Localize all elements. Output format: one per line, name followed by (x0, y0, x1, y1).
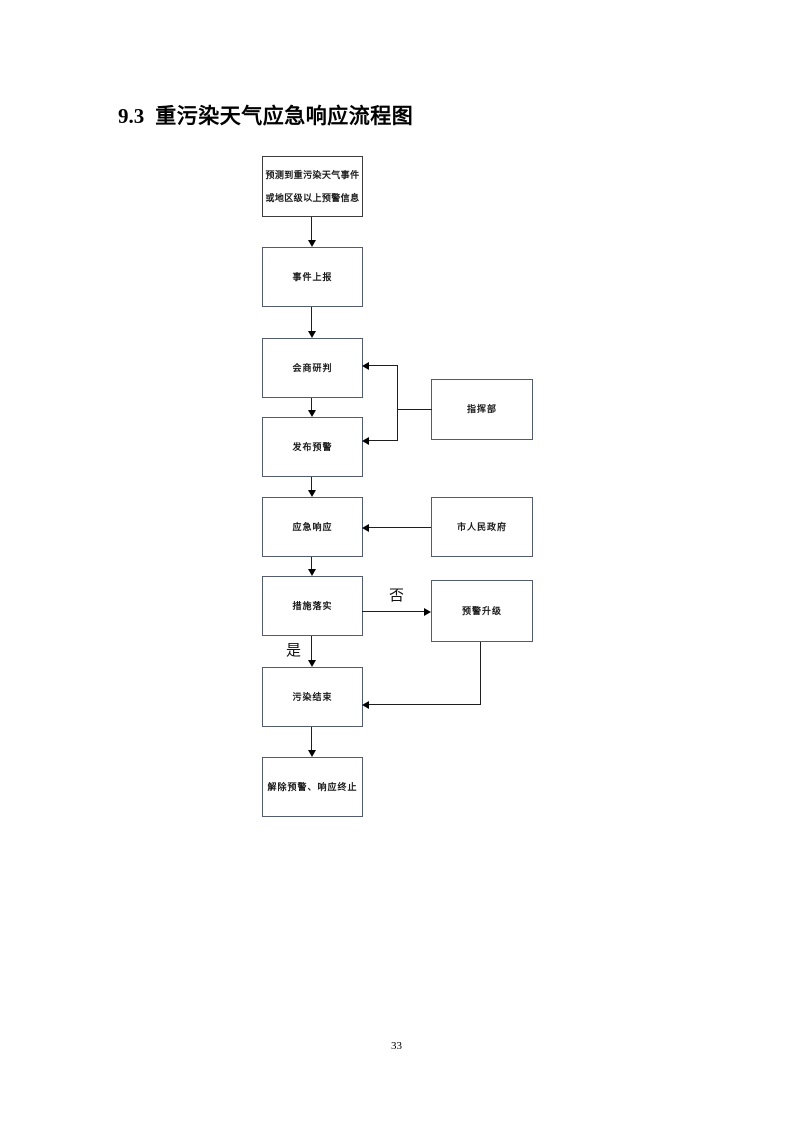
arrowhead-government-to-respond (362, 524, 369, 532)
flow-node-issue-warning-label: 发布预警 (292, 441, 333, 452)
connector-implement-to-pollution-end (311, 636, 313, 661)
connector-issue-to-respond (311, 477, 313, 491)
arrowhead-implement-to-pollution-end (308, 660, 316, 667)
flow-node-command-center: 指挥部 (431, 379, 533, 440)
flow-node-issue-warning: 发布预警 (262, 417, 363, 477)
flow-node-pollution-end-label: 污染结束 (292, 691, 333, 702)
flow-node-lift-warning-label: 解除预警、响应终止 (267, 781, 358, 792)
arrowhead-command-to-consult (362, 362, 369, 370)
section-number: 9.3 (118, 104, 145, 128)
flow-node-report: 事件上报 (262, 247, 363, 307)
connector-upgrade-down (480, 642, 482, 705)
connector-pollution-end-to-lift (311, 727, 313, 751)
connector-command-to-consult (368, 365, 398, 367)
page-title: 9.3 重污染天气应急响应流程图 (118, 100, 413, 130)
connector-respond-to-implement (311, 557, 313, 570)
arrowhead-pollution-end-to-lift (308, 750, 316, 757)
edge-label-no: 否 (389, 588, 405, 604)
arrowhead-report-to-consult (308, 331, 316, 338)
connector-report-to-consult (311, 307, 313, 332)
flow-node-pollution-end: 污染结束 (262, 667, 363, 727)
connector-implement-to-upgrade (362, 611, 425, 613)
flow-node-city-government-label: 市人民政府 (456, 521, 507, 532)
flow-node-forecast: 预测到重污染天气事件 或地区级以上预警信息 (262, 156, 363, 217)
flow-node-implement-measures: 措施落实 (262, 576, 363, 636)
connector-forecast-to-report (311, 217, 313, 242)
edge-label-yes: 是 (286, 643, 302, 659)
page-number: 33 (391, 1040, 402, 1052)
connector-upgrade-to-pollution-end (368, 704, 481, 706)
arrowhead-forecast-to-report (308, 240, 316, 247)
flow-node-warning-upgrade-label: 预警升级 (461, 605, 502, 616)
arrowhead-issue-to-respond (308, 490, 316, 497)
flow-node-command-center-label: 指挥部 (466, 404, 497, 414)
connector-government-to-respond (368, 527, 431, 529)
flow-node-consult: 会商研判 (262, 338, 363, 398)
arrowhead-implement-to-upgrade (424, 608, 431, 616)
connector-command-to-issue (368, 440, 398, 442)
flow-node-consult-label: 会商研判 (292, 362, 333, 373)
flow-node-forecast-line2: 或地区级以上预警信息 (265, 192, 360, 203)
arrowhead-consult-to-issue (308, 410, 316, 417)
flow-node-warning-upgrade: 预警升级 (431, 580, 533, 642)
arrowhead-upgrade-to-pollution-end (362, 701, 369, 709)
section-title-text: 重污染天气应急响应流程图 (155, 104, 414, 128)
flow-node-emergency-response-label: 应急响应 (292, 521, 333, 532)
flow-node-city-government: 市人民政府 (431, 497, 533, 557)
connector-command-stub (398, 409, 432, 411)
connector-command-branch (397, 365, 399, 441)
flow-node-lift-warning: 解除预警、响应终止 (262, 757, 363, 817)
flow-node-implement-measures-label: 措施落实 (292, 600, 333, 611)
flow-node-emergency-response: 应急响应 (262, 497, 363, 557)
flow-node-report-label: 事件上报 (292, 271, 333, 282)
connector-consult-to-issue (311, 398, 313, 411)
arrowhead-command-to-issue (362, 437, 369, 445)
arrowhead-respond-to-implement (308, 569, 316, 576)
flow-node-forecast-line1: 预测到重污染天气事件 (265, 169, 360, 180)
